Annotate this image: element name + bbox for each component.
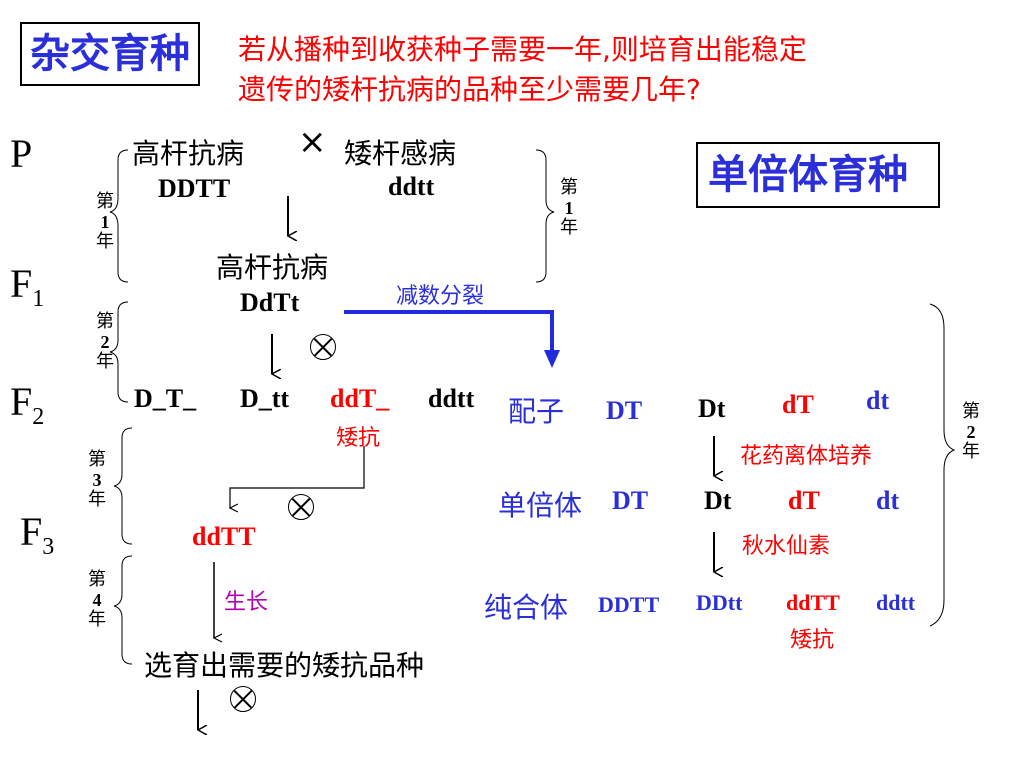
gen-f1: F1 xyxy=(10,261,45,312)
haploid-dt-red: dT xyxy=(788,486,820,515)
selection-result: 选育出需要的矮抗品种 xyxy=(144,649,425,682)
homozygote-dwarf-resistant-note: 矮抗 xyxy=(790,628,835,653)
gen-f3: F3 xyxy=(20,509,55,560)
gamete-dt-red: dT xyxy=(782,390,814,419)
brace-left-1 xyxy=(109,149,129,283)
homozygote-label: 纯合体 xyxy=(484,591,569,624)
haploid-dt-mixed: Dt xyxy=(704,486,732,515)
homozygote-ddtt-3: ddTT xyxy=(786,590,840,615)
grow-label: 生长 xyxy=(224,590,269,615)
f1-genotype: DdTt xyxy=(240,288,300,317)
f2-dwarf-resistant-note: 矮抗 xyxy=(336,426,381,451)
parent-2-phenotype: 矮杆感病 xyxy=(344,137,457,170)
self-cross-icon-2 xyxy=(288,494,314,520)
arrow-f2-to-f3 xyxy=(230,446,365,508)
f2-genotype-ddt: ddT_ xyxy=(330,384,390,413)
gen-p: P xyxy=(10,131,33,176)
gamete-dt-mixed: Dt xyxy=(698,394,726,423)
f2-genotype-ddtt: ddtt xyxy=(428,384,475,413)
brace-right-1 xyxy=(535,149,555,283)
gamete-label: 配子 xyxy=(508,395,565,428)
brace-left-2 xyxy=(109,301,129,403)
parent-1-phenotype: 高杆抗病 xyxy=(132,137,245,170)
parent-1-genotype: DDTT xyxy=(158,174,231,203)
question-line-1: 若从播种到收获种子需要一年,则培育出能稳定 xyxy=(238,33,807,66)
question-line-2: 遗传的矮杆抗病的品种至少需要几年? xyxy=(238,73,701,106)
cross-symbol: × xyxy=(298,122,327,162)
colchicine-label: 秋水仙素 xyxy=(742,534,831,559)
self-cross-icon-1 xyxy=(310,334,336,360)
f2-genotype-dt: D_T_ xyxy=(134,384,197,413)
f1-phenotype: 高杆抗病 xyxy=(216,251,329,284)
gamete-dt-upper: DT xyxy=(606,396,643,425)
brace-right-2 xyxy=(929,303,956,627)
haploid-dt-upper: DT xyxy=(612,486,649,515)
haploid-dt-lower: dt xyxy=(876,486,900,515)
brace-left-4 xyxy=(113,555,133,665)
self-cross-icon-3 xyxy=(230,686,256,712)
haploid-breeding-title: 单倍体育种 xyxy=(696,142,940,208)
gen-f2: F2 xyxy=(10,379,45,430)
hybrid-breeding-title: 杂交育种 xyxy=(20,22,200,86)
f3-genotype: ddTT xyxy=(192,522,256,551)
brace-left-3 xyxy=(113,427,133,545)
parent-2-genotype: ddtt xyxy=(388,172,435,201)
haploid-label: 单倍体 xyxy=(498,489,583,522)
anther-culture-label: 花药离体培养 xyxy=(740,444,873,469)
homozygote-ddtt-2: DDtt xyxy=(696,590,743,615)
homozygote-ddtt-1: DDTT xyxy=(598,592,660,617)
gamete-dt-lower: dt xyxy=(866,386,890,415)
homozygote-ddtt-4: ddtt xyxy=(876,590,916,615)
meiosis-arrow xyxy=(344,310,554,352)
f2-genotype-dtt: D_tt xyxy=(240,384,290,413)
meiosis-label: 减数分裂 xyxy=(396,284,485,309)
